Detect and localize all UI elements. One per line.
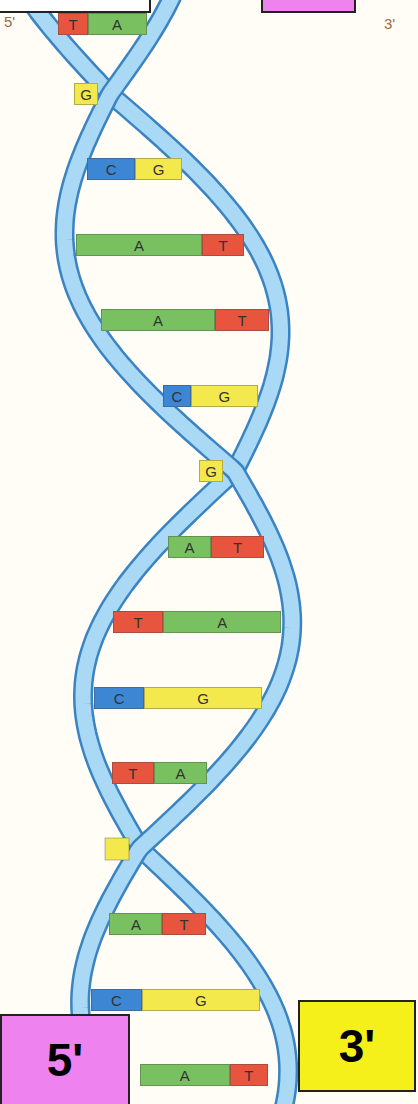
base-letter: A [175, 766, 185, 781]
base-block: C [94, 687, 144, 709]
backbone-strand [22, 0, 289, 1104]
end-label: 3' [339, 1023, 376, 1069]
base-block: G [142, 989, 260, 1011]
base-letter: G [219, 389, 231, 404]
cut-box [262, 0, 355, 12]
backbone-outline [22, 0, 289, 1104]
base-block: A [76, 234, 202, 256]
backbone-outline [65, 0, 293, 1104]
base-letter: T [233, 540, 242, 555]
base-letter: A [134, 238, 144, 253]
base-letter: T [238, 313, 247, 328]
base-block: C [163, 385, 192, 407]
base-letter: C [171, 389, 182, 404]
base-block: A [154, 762, 206, 784]
base-letter: A [180, 1068, 190, 1083]
strand-end-label: 3' [384, 16, 395, 31]
strand-end-box: 5' [0, 1014, 130, 1104]
base-block: A [109, 913, 162, 935]
base-letter: T [219, 238, 228, 253]
base-letter: G [80, 87, 92, 102]
base-block: T [202, 234, 244, 256]
base-block: T [211, 536, 264, 558]
base-letter: A [184, 540, 194, 555]
base-stub [105, 838, 129, 860]
base-block: G [191, 385, 258, 407]
base-block: C [91, 989, 142, 1011]
base-letter: A [153, 313, 163, 328]
base-block: T [162, 913, 205, 935]
base-block: A [88, 13, 147, 35]
base-letter: T [244, 1068, 253, 1083]
strand-end-label: 5' [4, 14, 15, 29]
base-block: T [58, 13, 87, 35]
base-block: T [112, 762, 155, 784]
cut-box [0, 0, 150, 12]
base-block: A [168, 536, 211, 558]
base-letter: T [180, 917, 189, 932]
base-letter: C [111, 993, 122, 1008]
base-block: A [163, 611, 281, 633]
base-block: A [140, 1064, 230, 1086]
base-letter: A [112, 17, 122, 32]
base-block: T [113, 611, 163, 633]
base-letter: C [114, 691, 125, 706]
base-letter: T [68, 17, 77, 32]
base-block: G [144, 687, 261, 709]
base-block: G [199, 460, 223, 482]
base-block: A [101, 309, 215, 331]
base-letter: G [197, 691, 209, 706]
base-block: G [74, 83, 98, 105]
base-letter: G [205, 464, 217, 479]
base-letter: C [106, 162, 117, 177]
backbone-strand [65, 0, 293, 1104]
base-block: C [87, 158, 135, 180]
base-letter: G [195, 993, 207, 1008]
base-block: T [230, 1064, 268, 1086]
base-block: T [215, 309, 269, 331]
end-label: 5' [47, 1037, 84, 1083]
base-block: G [135, 158, 183, 180]
base-letter: T [128, 766, 137, 781]
strand-end-box: 3' [298, 1000, 416, 1092]
base-letter: A [131, 917, 141, 932]
base-letter: T [134, 615, 143, 630]
base-letter: A [217, 615, 227, 630]
base-letter: G [153, 162, 165, 177]
